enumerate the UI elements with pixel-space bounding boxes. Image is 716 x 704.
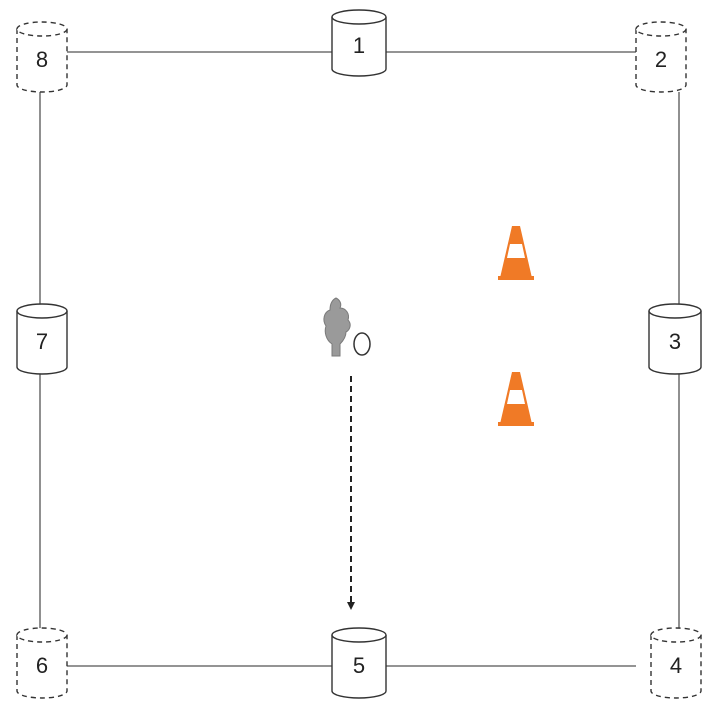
station-label: 5 [353, 653, 365, 678]
station-4: 4 [651, 628, 701, 698]
player-icon [324, 298, 350, 356]
station-label: 1 [353, 33, 365, 58]
cylinder-top [649, 304, 701, 318]
station-2: 2 [636, 22, 686, 92]
station-1: 1 [332, 10, 386, 76]
station-5: 5 [332, 628, 386, 698]
station-label: 8 [36, 47, 48, 72]
cylinder-top [636, 22, 686, 36]
station-label: 4 [670, 653, 682, 678]
cone-stripe [507, 244, 525, 258]
station-label: 2 [655, 47, 667, 72]
cone-1 [498, 226, 534, 280]
cylinder-top [17, 628, 67, 642]
station-3: 3 [649, 304, 701, 374]
cylinder-top [332, 10, 386, 24]
station-7: 7 [17, 304, 67, 374]
cylinder-top [651, 628, 701, 642]
station-label: 3 [669, 329, 681, 354]
station-8: 8 [17, 22, 67, 92]
cone-base [498, 422, 534, 426]
cone-2 [498, 372, 534, 426]
cylinder-top [17, 22, 67, 36]
ball-icon [354, 333, 370, 355]
cylinder-top [332, 628, 386, 642]
cone-stripe [507, 390, 525, 404]
cylinder-top [17, 304, 67, 318]
station-6: 6 [17, 628, 67, 698]
station-label: 7 [36, 329, 48, 354]
cone-base [498, 276, 534, 280]
boundary-lines [40, 52, 679, 666]
station-label: 6 [36, 653, 48, 678]
